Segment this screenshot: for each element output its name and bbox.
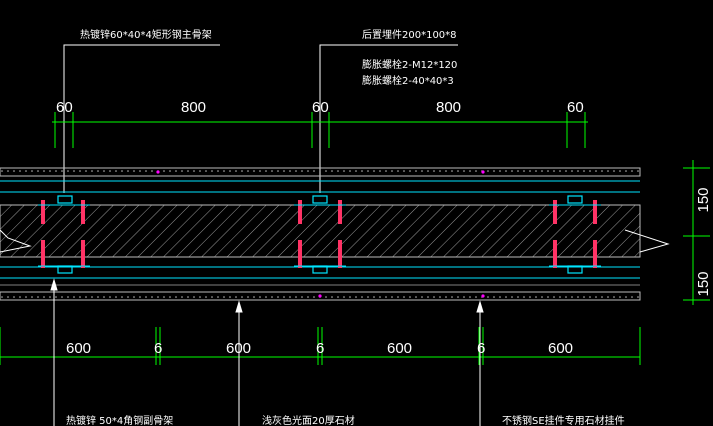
label-embed-plate: 后置埋件200*100*8 (362, 29, 457, 41)
bottom-dim-2: 6 (154, 340, 162, 357)
top-dim-5: 60 (567, 99, 584, 116)
bracket-assembly-middle (294, 195, 346, 274)
wall-section (0, 167, 670, 301)
bottom-dim-5: 600 (387, 340, 412, 357)
bracket-assembly-left (38, 195, 90, 274)
label-stone-hanger: 不锈钢SE挂件专用石材挂件 (502, 414, 625, 426)
top-dim-3: 60 (312, 99, 329, 116)
bottom-dim-7: 600 (548, 340, 573, 357)
right-dim-2: 150 (695, 271, 712, 296)
label-sub-frame: 热镀锌 50*4角钢副骨架 (66, 414, 173, 426)
top-dimension-line (52, 112, 588, 148)
label-anchor-bolt-1: 膨胀螺栓2-M12*120 (362, 58, 457, 71)
bracket-assembly-right (549, 195, 601, 274)
top-leaders (63, 44, 458, 193)
bottom-dimension-line (0, 327, 641, 365)
right-dimension-line (683, 160, 710, 305)
bottom-dim-4: 6 (316, 340, 324, 357)
label-anchor-bolt-2: 膨胀螺栓2-40*40*3 (362, 74, 454, 87)
label-main-frame: 热镀锌60*40*4矩形钢主骨架 (80, 28, 212, 41)
label-stone-panel: 浅灰色光面20厚石材 (262, 414, 355, 426)
top-dim-4: 800 (436, 99, 461, 116)
bottom-dim-6: 6 (477, 340, 485, 357)
right-dim-1: 150 (695, 187, 712, 212)
top-dim-1: 60 (56, 99, 73, 116)
bottom-dim-3: 600 (226, 340, 251, 357)
bottom-dim-1: 600 (66, 340, 91, 357)
bottom-leaders (50, 278, 484, 426)
top-dim-2: 800 (181, 99, 206, 116)
